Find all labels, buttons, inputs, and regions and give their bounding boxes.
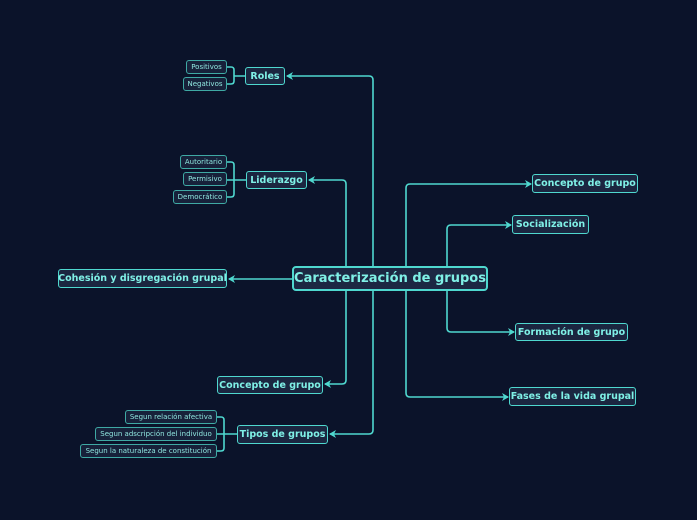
node-democratico[interactable]: Democrático	[173, 190, 227, 204]
node-label: Segun adscripción del individuo	[100, 430, 212, 438]
node-tipos-afectiva[interactable]: Segun relación afectiva	[125, 410, 217, 424]
node-liderazgo[interactable]: Liderazgo	[246, 171, 307, 189]
node-label: Socialización	[515, 219, 586, 230]
node-label: Negativos	[187, 80, 223, 88]
node-label: Concepto de grupo	[534, 178, 636, 189]
node-label: Liderazgo	[250, 174, 303, 186]
node-label: Segun la naturaleza de constitución	[85, 447, 212, 455]
central-node-label: Caracterización de grupos	[294, 271, 486, 286]
node-cohesion[interactable]: Cohesión y disgregación grupal	[58, 269, 227, 288]
node-positivos[interactable]: Positivos	[186, 60, 227, 74]
node-label: Cohesión y disgregación grupal	[58, 273, 227, 284]
node-label: Permisivo	[188, 175, 222, 183]
node-roles[interactable]: Roles	[245, 67, 285, 85]
node-label: Fases de la vida grupal	[510, 391, 635, 402]
node-label: Autoritario	[184, 158, 223, 166]
node-label: Roles	[250, 70, 280, 82]
node-fases[interactable]: Fases de la vida grupal	[509, 387, 636, 406]
node-label: Formación de grupo	[517, 326, 626, 338]
node-negativos[interactable]: Negativos	[183, 77, 227, 91]
node-autoritario[interactable]: Autoritario	[180, 155, 227, 169]
node-permisivo[interactable]: Permisivo	[183, 172, 227, 186]
node-tipos-naturaleza[interactable]: Segun la naturaleza de constitución	[80, 444, 217, 458]
node-label: Positivos	[191, 63, 222, 71]
central-node[interactable]: Caracterización de grupos	[292, 266, 488, 291]
node-tipos[interactable]: Tipos de grupos	[237, 425, 328, 444]
node-tipos-adscripcion[interactable]: Segun adscripción del individuo	[95, 427, 217, 441]
node-label: Concepto de grupo	[219, 379, 321, 391]
node-concepto-left[interactable]: Concepto de grupo	[217, 376, 323, 394]
node-label: Democrático	[177, 193, 223, 201]
node-formacion[interactable]: Formación de grupo	[515, 323, 628, 341]
node-label: Segun relación afectiva	[129, 413, 213, 421]
node-concepto-right[interactable]: Concepto de grupo	[532, 174, 638, 193]
node-socializacion[interactable]: Socialización	[512, 215, 589, 234]
node-label: Tipos de grupos	[239, 429, 326, 440]
